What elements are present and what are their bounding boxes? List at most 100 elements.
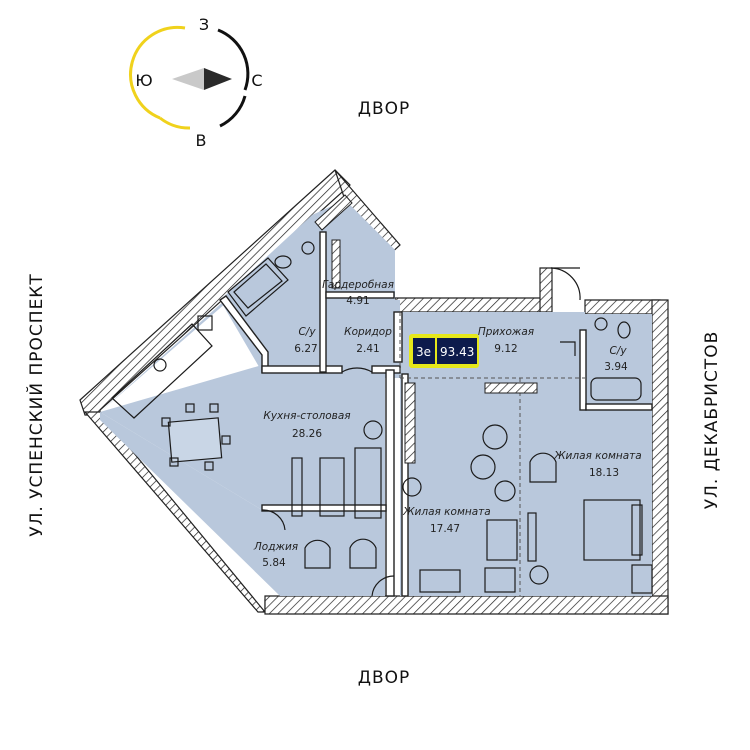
badge-code: 3е — [416, 345, 431, 359]
door-balcony-mid — [371, 575, 395, 597]
sink-left — [301, 241, 315, 255]
kitchen-plant — [363, 420, 383, 440]
room-labels: Гардеробная 4.91 С/у 6.27 Коридор 2.41 П… — [253, 279, 642, 569]
compass: З В Ю С — [129, 15, 263, 150]
armchair-3 — [494, 480, 516, 502]
bed-headboard — [631, 504, 643, 556]
wall-corridor-left — [319, 231, 327, 373]
badge-total-area: 93.43 — [440, 345, 474, 359]
entrance-door — [550, 267, 581, 301]
room-name-wardrobe: Гардеробная — [322, 279, 394, 291]
living-mid-plant — [402, 477, 422, 497]
interior-walls — [218, 231, 653, 597]
bed — [583, 499, 641, 561]
living-mid-desk — [486, 519, 518, 561]
bathtub-right — [590, 377, 642, 401]
compass-north-label: З — [199, 15, 209, 34]
room-area-living-right: 18.13 — [589, 467, 619, 479]
wall-bath-right-left — [579, 329, 587, 411]
wall-top-right — [584, 299, 661, 315]
wall-bottom — [264, 595, 669, 615]
room-name-living-right: Жилая комната — [553, 450, 641, 462]
floor-living-right — [520, 378, 652, 596]
bathtub-left — [227, 257, 289, 317]
room-floors — [100, 200, 652, 596]
compass-west-label: Ю — [135, 71, 152, 90]
wall-living-left — [401, 373, 409, 597]
room-name-living-mid: Жилая комната — [402, 506, 490, 518]
compass-arrow-head — [204, 68, 232, 90]
wall-kitchen-top — [261, 365, 343, 374]
wardrobe-shelf-2 — [314, 194, 353, 231]
living-right-plant — [529, 565, 549, 585]
toilet-left — [274, 255, 292, 269]
zone-lines — [399, 312, 585, 596]
bathtub-left-inner — [233, 263, 283, 309]
chair-6 — [204, 461, 214, 471]
kitchen-tv — [291, 457, 303, 517]
room-area-bath-left: 6.27 — [294, 343, 317, 355]
label-bottom-yard: ДВОР — [358, 668, 411, 688]
sink-right — [594, 317, 608, 331]
room-name-hall: Прихожая — [478, 326, 534, 338]
room-name-bath-left: С/у — [298, 326, 316, 338]
compass-arc-left — [129, 25, 186, 120]
kitchen-coffee-table — [319, 457, 345, 517]
room-area-kitchen: 28.26 — [292, 428, 322, 440]
wall-top-hall — [394, 297, 551, 313]
room-name-loggia: Лоджия — [253, 541, 298, 553]
living-right-nightstand — [631, 564, 653, 594]
room-area-bath-right: 3.94 — [604, 361, 628, 373]
compass-south-label: В — [196, 131, 207, 150]
chair-2 — [185, 403, 195, 413]
living-mid-dresser — [419, 569, 461, 593]
wardrobe-shelf-1 — [331, 239, 341, 289]
room-area-corridor: 2.41 — [356, 343, 379, 355]
kitchen-sofa — [354, 447, 382, 519]
wall-bath-right-bottom — [585, 403, 653, 411]
armchair-2 — [470, 454, 496, 480]
kitchen-sink — [153, 358, 167, 372]
badge-code-box — [413, 338, 435, 364]
room-name-corridor: Коридор — [344, 326, 392, 338]
wall-entry-side — [539, 267, 553, 313]
kitchen-counter — [111, 323, 213, 419]
label-left-street: УЛ. УСПЕНСКИЙ ПРОСПЕКТ — [25, 273, 47, 537]
outer-walls — [79, 169, 669, 615]
toilet-right — [617, 321, 631, 339]
loggia-chair-2 — [349, 538, 377, 569]
wall-loggia-top — [261, 504, 387, 512]
floor-living-mid — [400, 378, 520, 596]
door-kitchen — [341, 367, 373, 373]
room-area-hall: 9.12 — [494, 343, 517, 355]
floor-corridor — [325, 300, 400, 378]
room-area-loggia: 5.84 — [262, 557, 286, 569]
room-name-bath-right: С/у — [609, 345, 627, 357]
floor-kitchen — [100, 365, 385, 510]
wall-kitchen-right — [385, 369, 395, 597]
hall-shelf — [484, 382, 538, 394]
living-mid-chair — [484, 567, 516, 593]
compass-arrow-tail — [172, 68, 204, 90]
badge-area-box — [437, 338, 477, 364]
apartment-badge: 3е 93.43 — [409, 334, 479, 368]
armchair-1 — [482, 424, 508, 450]
room-area-living-mid: 17.47 — [430, 523, 460, 535]
wall-corridor-right — [393, 311, 403, 363]
chair-5 — [169, 457, 179, 467]
room-name-kitchen: Кухня-столовая — [263, 410, 350, 422]
living-right-armchair — [529, 452, 557, 483]
door-loggia — [261, 509, 286, 531]
compass-east-label: С — [251, 71, 262, 90]
room-area-wardrobe: 4.91 — [346, 295, 369, 307]
wall-right — [651, 299, 669, 615]
door-bath-right — [560, 341, 576, 356]
chair-3 — [209, 403, 219, 413]
compass-arc-lower-right — [219, 95, 247, 128]
chair-4 — [221, 435, 231, 445]
label-top-yard: ДВОР — [358, 99, 411, 119]
compass-arc-right — [217, 28, 250, 91]
loggia-chair-1 — [304, 539, 331, 569]
chair-1 — [161, 417, 171, 427]
compass-arc-bottom — [159, 116, 191, 130]
